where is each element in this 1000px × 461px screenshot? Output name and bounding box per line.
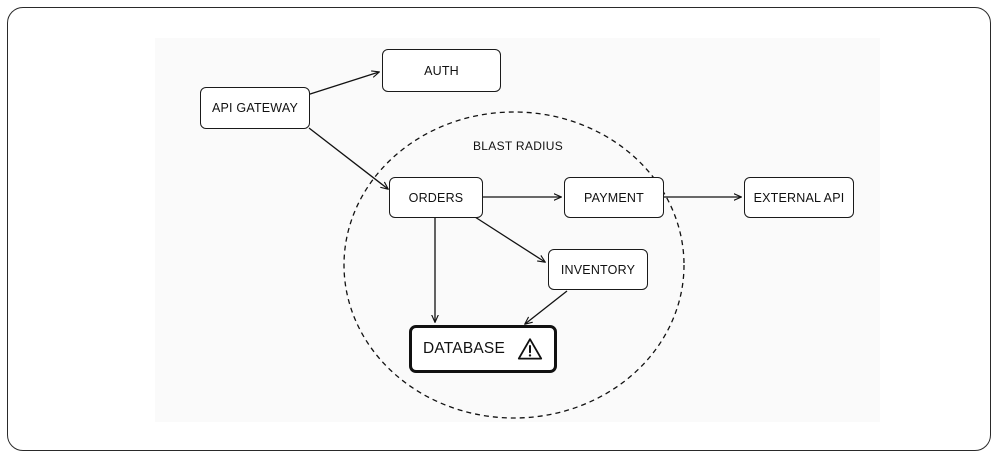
warning-triangle-icon [517,338,543,360]
edge-orders-inventory [474,216,545,262]
edge-inventory-database [525,290,568,324]
edge-api-gateway-orders [308,127,388,189]
node-database: DATABASE [409,325,557,373]
edge-api-gateway-auth [306,72,379,96]
node-orders: ORDERS [389,177,483,218]
node-database-label: DATABASE [423,340,505,357]
blast-radius-circle [343,111,685,419]
node-api-gateway: API GATEWAY [200,87,310,129]
node-auth: AUTH [382,49,501,92]
node-payment: PAYMENT [564,177,664,218]
blast-radius-label: BLAST RADIUS [473,139,564,153]
node-external-api: EXTERNAL API [744,177,854,218]
node-inventory: INVENTORY [548,249,648,290]
